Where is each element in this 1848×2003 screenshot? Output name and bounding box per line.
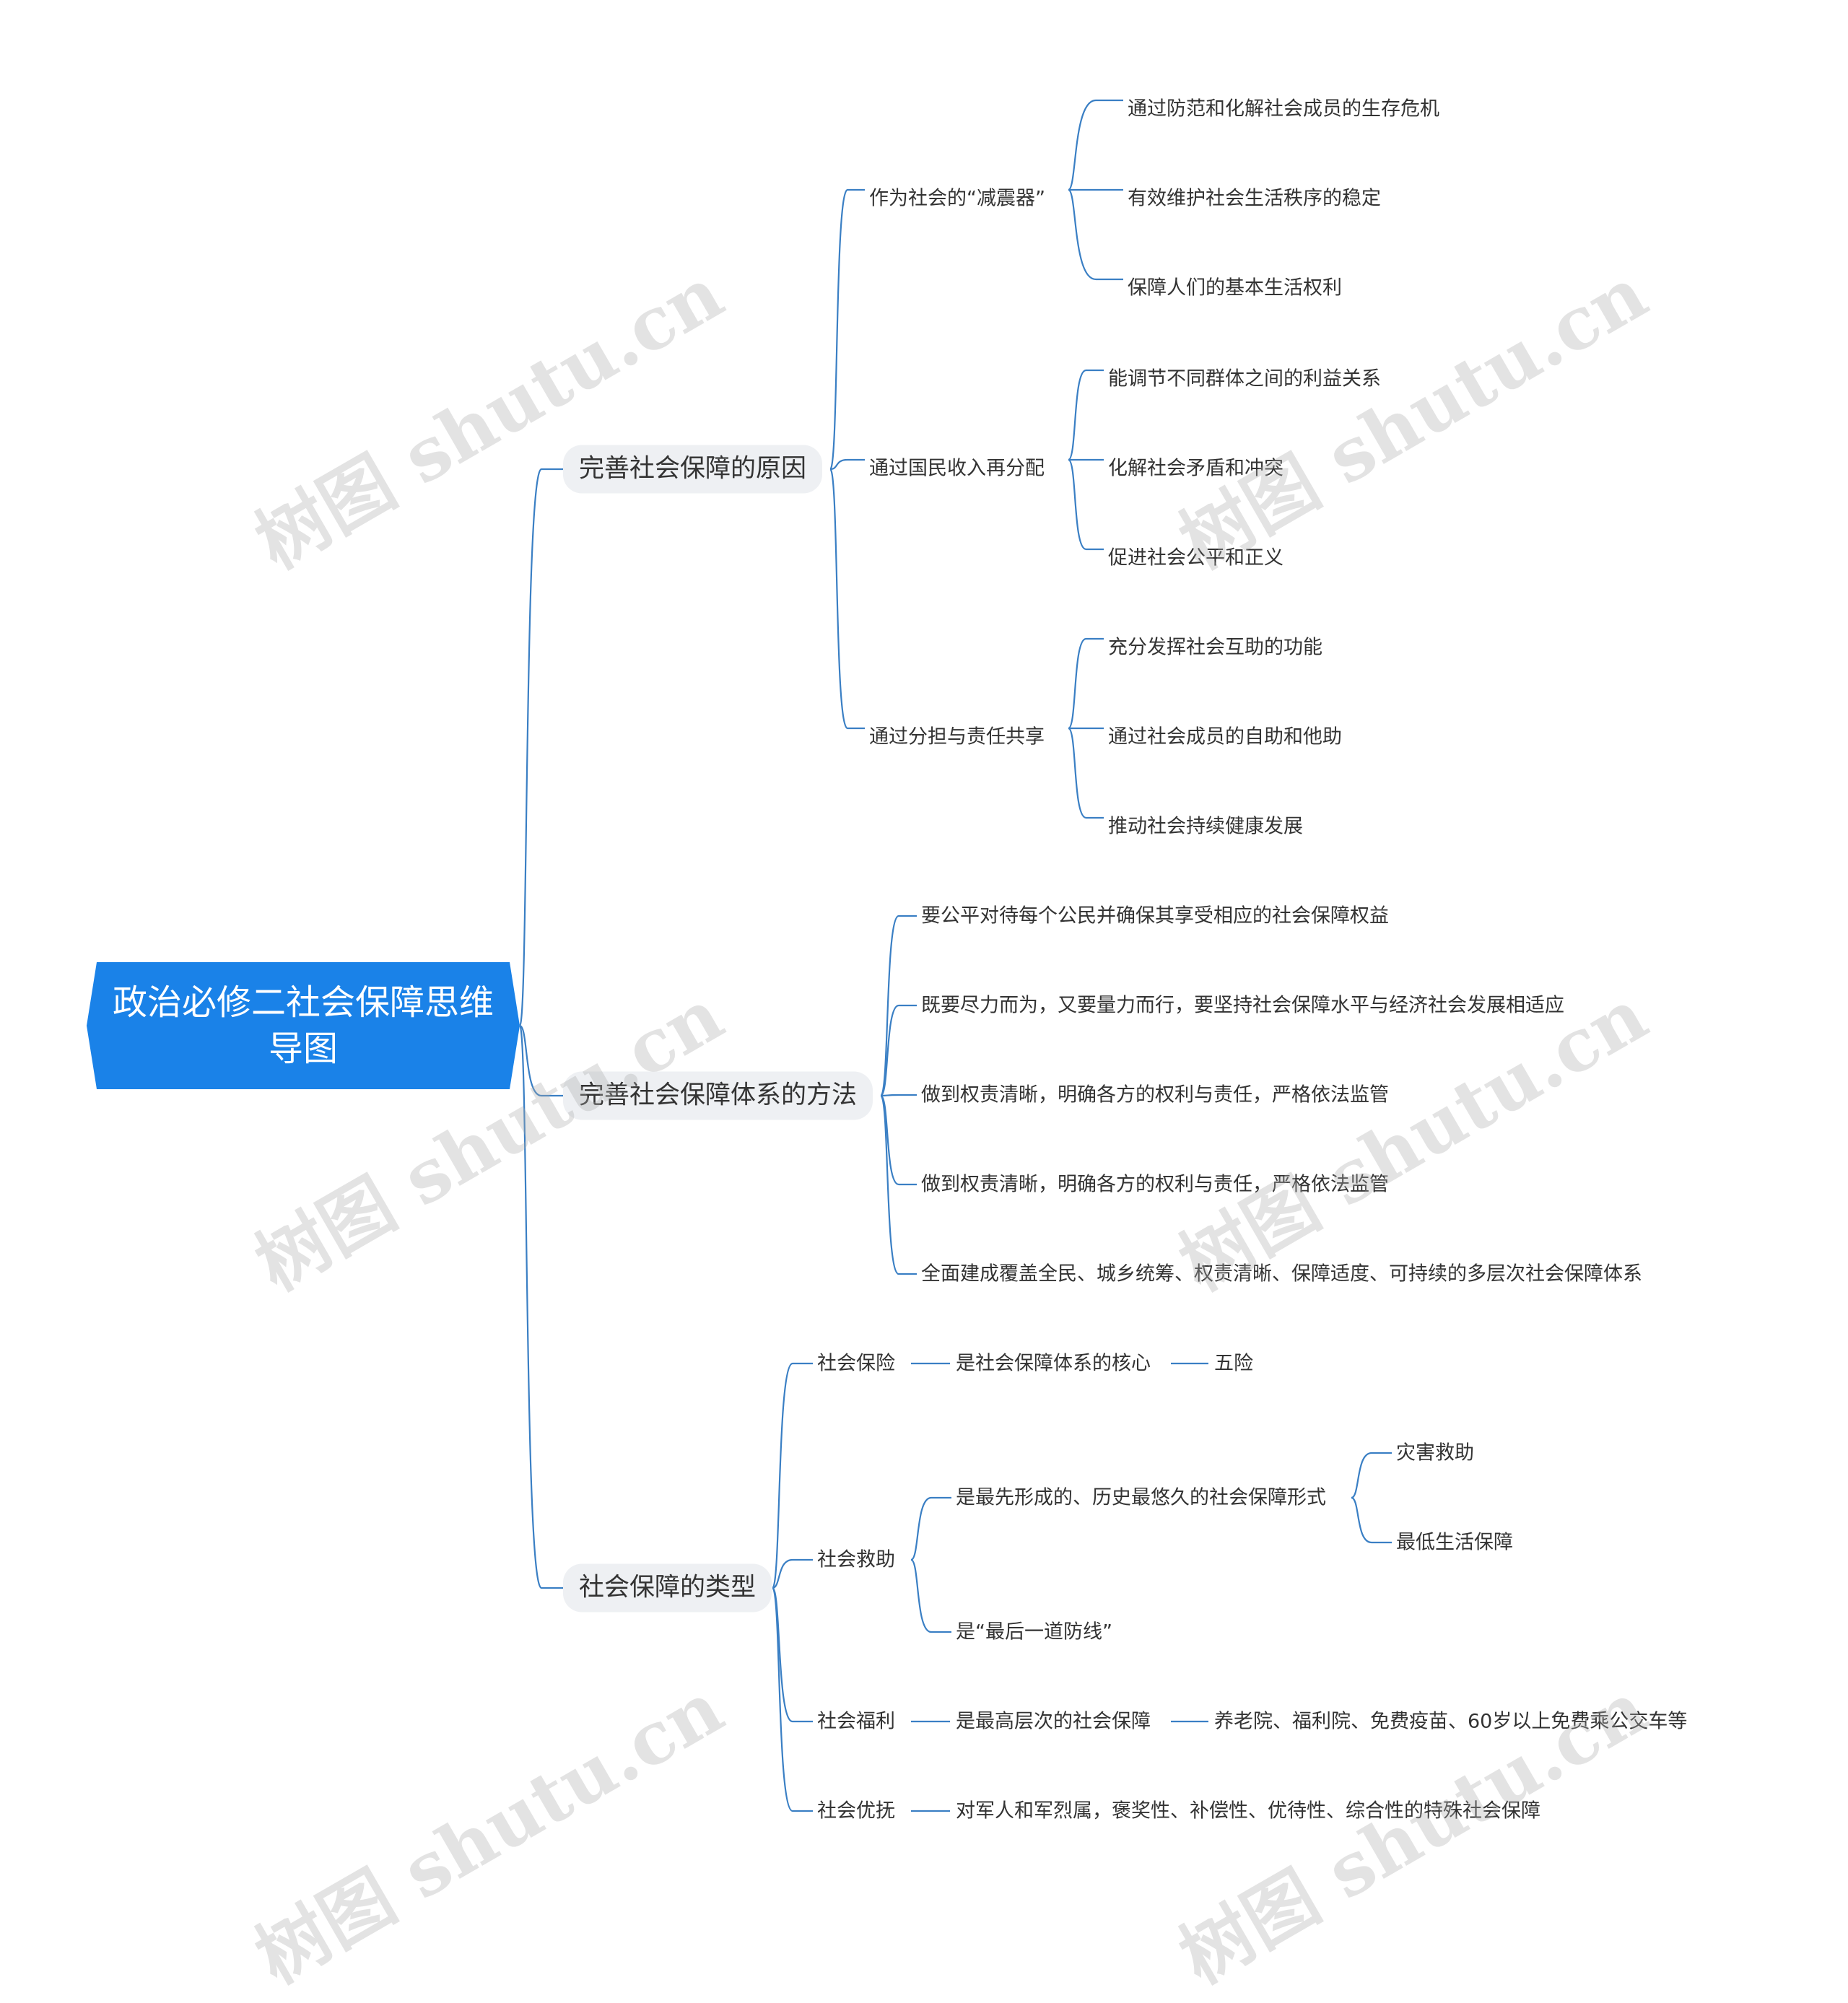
- type-social-insurance[interactable]: 社会保险: [817, 1352, 895, 1375]
- sub-connector: [910, 1496, 951, 1561]
- type-preferential-care[interactable]: 社会优抚: [817, 1799, 895, 1823]
- type-social-assistance[interactable]: 社会救助: [817, 1548, 895, 1571]
- branch-connector: [880, 1094, 917, 1097]
- branch-reasons[interactable]: 完善社会保障的原因: [563, 445, 823, 494]
- leaf-node[interactable]: 对军人和军烈属，褒奖性、补偿性、优待性、综合性的特殊社会保障: [956, 1799, 1540, 1823]
- leaf-node[interactable]: 是社会保障体系的核心: [956, 1352, 1151, 1375]
- sub-connector: [1351, 1496, 1392, 1544]
- reason-shock-absorber[interactable]: 作为社会的“减震器”: [869, 187, 1045, 210]
- sub-connector: [1067, 99, 1123, 191]
- reason-shared-responsibility[interactable]: 通过分担与责任共享: [869, 725, 1045, 749]
- branch-connector: [829, 468, 865, 730]
- leaf-node[interactable]: 能调节不同群体之间的利益关系: [1108, 367, 1381, 390]
- branch-connector: [879, 915, 917, 1097]
- branch-connector: [879, 1094, 917, 1275]
- root-connector: [518, 1024, 563, 1589]
- type-social-welfare[interactable]: 社会福利: [817, 1710, 895, 1733]
- leaf-node[interactable]: 灾害救助: [1396, 1441, 1474, 1465]
- reason-redistribution[interactable]: 通过国民收入再分配: [869, 457, 1045, 480]
- sub-connector: [1067, 637, 1104, 730]
- branch-connector: [771, 1587, 813, 1812]
- method-item[interactable]: 全面建成覆盖全民、城乡统筹、权责清晰、保障适度、可持续的多层次社会保障体系: [921, 1262, 1642, 1286]
- branch-connector: [829, 188, 865, 471]
- connector-lines: [518, 99, 1392, 1812]
- leaf-node[interactable]: 通过防范和化解社会成员的生存危机: [1128, 97, 1439, 121]
- method-item[interactable]: 既要尽力而为，又要量力而行，要坚持社会保障水平与经济社会发展相适应: [921, 994, 1564, 1017]
- leaf-node[interactable]: 养老院、福利院、免费疫苗、60岁以上免费乘公交车等: [1214, 1710, 1688, 1733]
- method-item[interactable]: 做到权责清晰，明确各方的权利与责任，严格依法监管: [921, 1173, 1389, 1196]
- sub-connector: [1067, 188, 1123, 281]
- root-title: 政治必修二社会保障思维导图: [112, 982, 494, 1069]
- mind-map-canvas: 政治必修二社会保障思维导图 完善社会保障的原因 作为社会的“减震器” 通过防范和…: [87, 97, 1688, 2000]
- sub-connector: [1067, 369, 1104, 461]
- leaf-node[interactable]: 是最先形成的、历史最悠久的社会保障形式: [956, 1486, 1326, 1509]
- root-node[interactable]: 政治必修二社会保障思维导图: [87, 962, 520, 1089]
- leaf-node[interactable]: 保障人们的基本生活权利: [1128, 276, 1342, 300]
- leaf-node[interactable]: 化解社会矛盾和冲突: [1108, 457, 1283, 480]
- leaf-node[interactable]: 五险: [1214, 1352, 1253, 1375]
- sub-connector: [1067, 727, 1104, 819]
- sub-connector: [910, 1558, 951, 1633]
- sub-connector: [1351, 1452, 1392, 1499]
- root-connector: [518, 468, 563, 1027]
- branch-connector: [771, 1362, 813, 1589]
- method-item[interactable]: 要公平对待每个公民并确保其享受相应的社会保障权益: [921, 904, 1389, 928]
- sub-connector: [1067, 458, 1104, 551]
- branch-connector: [829, 458, 865, 471]
- leaf-node[interactable]: 通过社会成员的自助和他助: [1108, 725, 1342, 749]
- branch-types[interactable]: 社会保障的类型: [563, 1563, 772, 1613]
- leaf-node[interactable]: 推动社会持续健康发展: [1108, 815, 1303, 838]
- leaf-node[interactable]: 是最高层次的社会保障: [956, 1710, 1151, 1733]
- root-connector: [519, 1024, 563, 1097]
- branch-connector: [879, 1004, 917, 1097]
- leaf-node[interactable]: 有效维护社会生活秩序的稳定: [1128, 187, 1381, 210]
- branch-methods[interactable]: 完善社会保障体系的方法: [563, 1071, 873, 1120]
- leaf-node[interactable]: 是“最后一道防线”: [956, 1620, 1112, 1644]
- leaf-node[interactable]: 最低生活保障: [1396, 1531, 1513, 1554]
- leaf-node[interactable]: 促进社会公平和正义: [1108, 546, 1283, 570]
- leaf-node[interactable]: 充分发挥社会互助的功能: [1108, 636, 1322, 659]
- method-item[interactable]: 做到权责清晰，明确各方的权利与责任，严格依法监管: [921, 1083, 1389, 1107]
- branch-connector: [772, 1558, 813, 1589]
